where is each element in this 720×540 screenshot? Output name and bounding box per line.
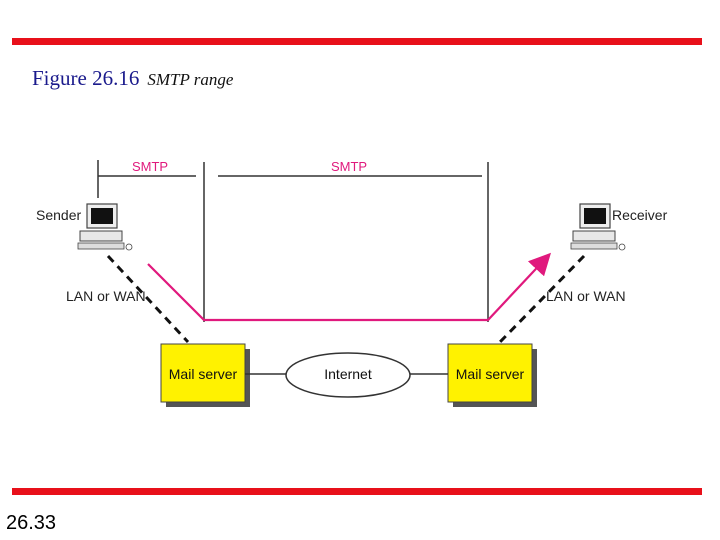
mail-server-right: Mail server bbox=[447, 343, 537, 407]
internet-cloud bbox=[285, 352, 411, 398]
computer-icon-receiver bbox=[570, 203, 626, 251]
mail-server-left: Mail server bbox=[160, 343, 250, 407]
smtp-bracket-left: SMTP bbox=[97, 159, 205, 322]
internet-label: Internet bbox=[324, 366, 372, 382]
receiver-label: Receiver bbox=[612, 207, 668, 223]
sender-label: Sender bbox=[36, 207, 81, 223]
mail-server-right-label: Mail server bbox=[456, 366, 525, 382]
top-rule bbox=[12, 38, 702, 45]
page-number: 26.33 bbox=[6, 512, 57, 534]
mail-server-left-label: Mail server bbox=[169, 366, 238, 382]
smtp-label-left: SMTP bbox=[132, 159, 168, 174]
computer-icon-sender bbox=[77, 203, 133, 251]
figure-caption: SMTP range bbox=[147, 70, 234, 89]
bottom-rule bbox=[12, 488, 702, 495]
lan-link-left bbox=[106, 254, 190, 344]
figure-label: Figure 26.16 bbox=[32, 66, 140, 90]
message-path-arrow bbox=[147, 252, 552, 322]
smtp-bracket-right: SMTP bbox=[218, 159, 489, 322]
figure-title: Figure 26.16 SMTP range bbox=[32, 66, 233, 91]
lan-label-right: LAN or WAN bbox=[546, 288, 626, 304]
lan-label-left: LAN or WAN bbox=[66, 288, 146, 304]
smtp-label-right: SMTP bbox=[331, 159, 367, 174]
lan-link-right bbox=[498, 254, 586, 344]
